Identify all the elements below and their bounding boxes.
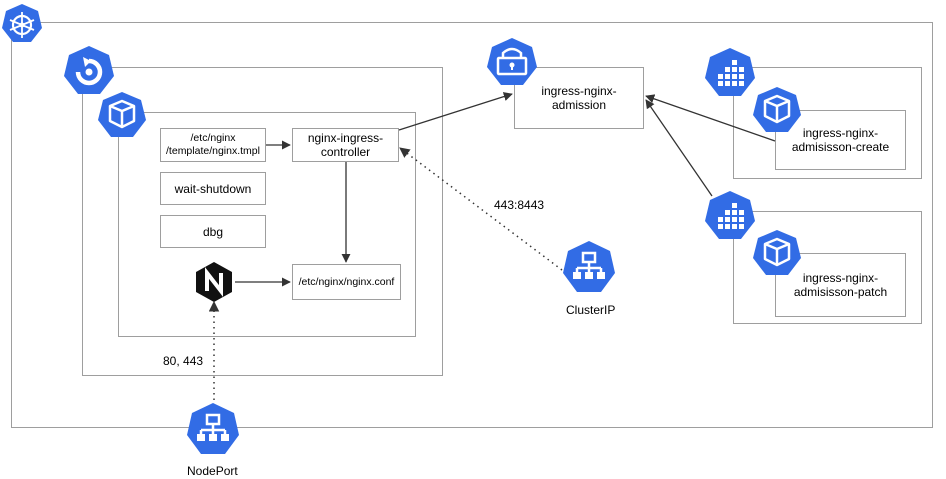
job-create-pod-icon (753, 87, 801, 132)
clusterip-service-icon (563, 241, 615, 292)
deployment-icon (64, 46, 114, 94)
ingress-nginx-admission-box: ingress-nginx- admission (514, 67, 644, 129)
arrow-patch-to-admission (645, 99, 713, 197)
admission-patch-box: ingress-nginx- admisisson-patch (775, 253, 906, 317)
nodeport-service-icon (187, 403, 239, 454)
nginx-template-box: /etc/nginx /template/nginx.tmpl (160, 128, 266, 162)
nodeport-label: NodePort (187, 464, 238, 478)
kubernetes-wheel-icon (2, 4, 42, 42)
pod-icon (98, 92, 146, 137)
arrow-controller-to-admission (398, 92, 513, 131)
port-label-80-443: 80, 443 (163, 354, 204, 368)
nginx-ingress-controller-box: nginx-ingress- controller (292, 128, 399, 162)
job-patch-pod-icon (753, 230, 801, 275)
wait-shutdown-box: wait-shutdown (160, 172, 266, 205)
secret-icon (487, 38, 537, 85)
dotted-clusterip-to-controller (399, 147, 563, 271)
nginx-conf-box: /etc/nginx/nginx.conf (292, 264, 401, 300)
job-patch-icon (705, 191, 755, 239)
dbg-box: dbg (160, 215, 266, 248)
job-create-icon (705, 48, 755, 96)
port-label-443-8443: 443:8443 (494, 198, 545, 212)
arrow-create-to-admission (645, 94, 776, 142)
admission-create-box: ingress-nginx- admisisson-create (775, 110, 906, 170)
clusterip-label: ClusterIP (566, 303, 616, 317)
nginx-logo-icon (196, 262, 232, 302)
